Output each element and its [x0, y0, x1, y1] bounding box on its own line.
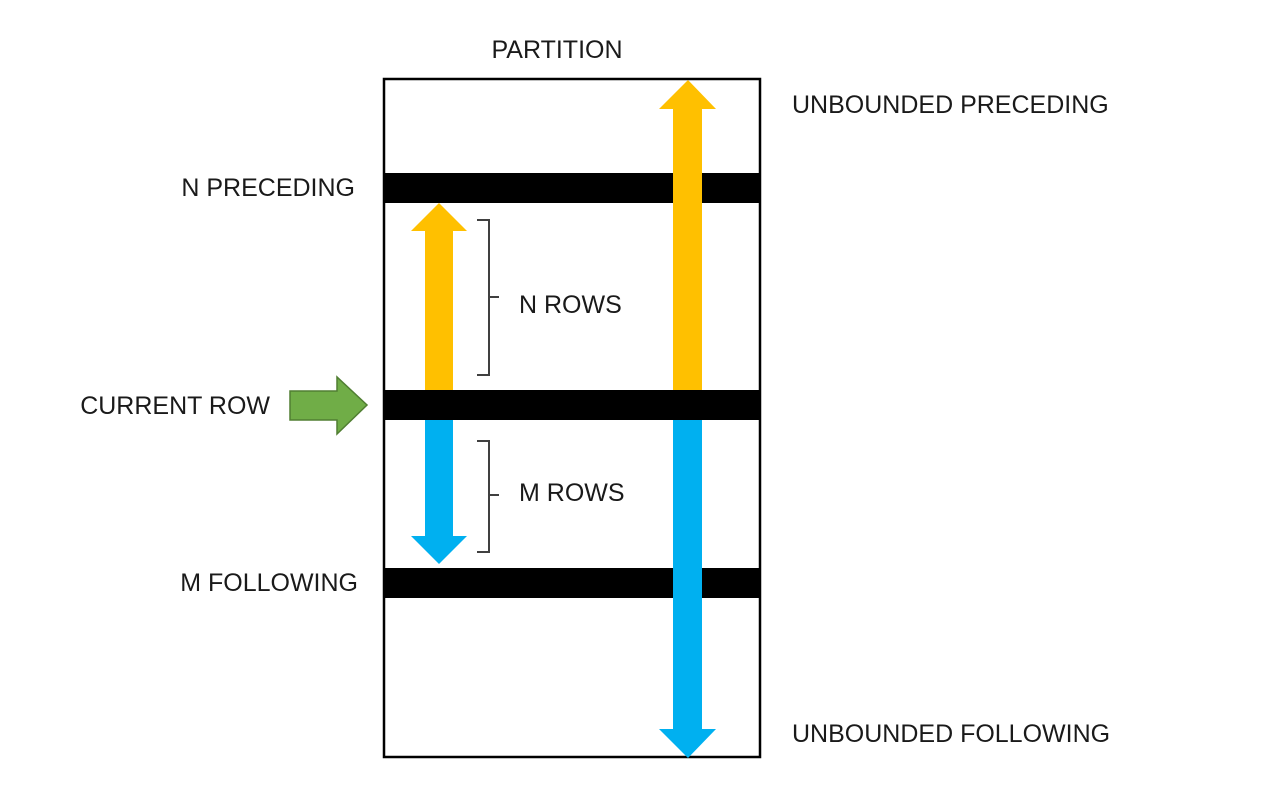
m-following-label: M FOLLOWING: [180, 569, 358, 597]
unbounded-preceding-arrow: [659, 80, 716, 390]
current-row-pointer-arrow: [289, 375, 369, 436]
m-rows-label: M ROWS: [519, 479, 625, 507]
n-preceding-label: N PRECEDING: [181, 174, 355, 202]
m-following-row-bar: [384, 568, 760, 598]
n-preceding-row-bar: [384, 173, 760, 203]
unbounded-following-arrow: [659, 420, 716, 758]
n-preceding-arrow: [411, 203, 467, 390]
n-rows-label: N ROWS: [519, 291, 622, 319]
current-row-bar: [384, 390, 760, 420]
current-row-label: CURRENT ROW: [80, 392, 270, 420]
m-rows-bracket: [477, 440, 499, 553]
m-following-arrow: [411, 420, 467, 564]
n-rows-bracket: [477, 219, 499, 376]
partition-label: PARTITION: [491, 36, 622, 64]
unbounded-following-label: UNBOUNDED FOLLOWING: [792, 720, 1110, 748]
unbounded-preceding-label: UNBOUNDED PRECEDING: [792, 91, 1109, 119]
